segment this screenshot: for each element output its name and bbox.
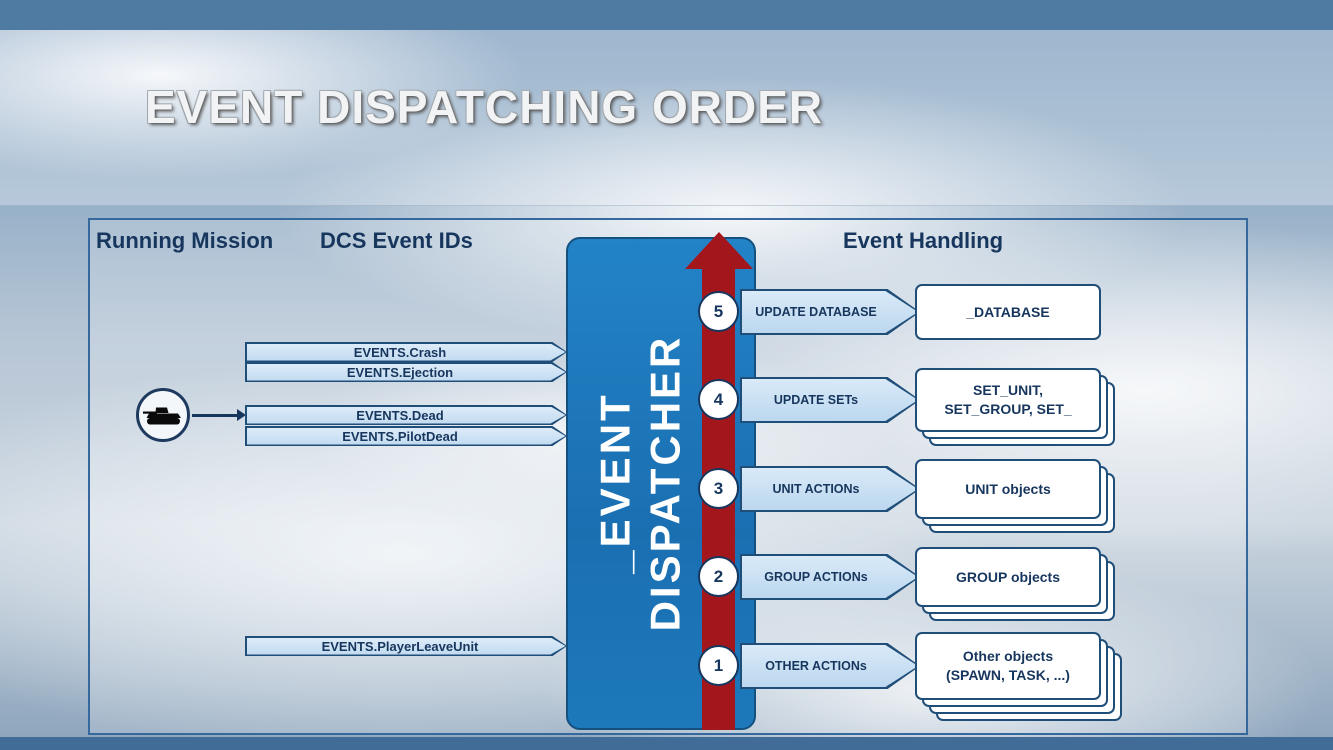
- step-number: 3: [713, 478, 724, 498]
- header-dcs-event-ids: DCS Event IDs: [320, 228, 473, 253]
- action-arrow-fill: [742, 556, 918, 598]
- step-circle-2: 2: [698, 556, 739, 597]
- target-box-label: SET_UNIT, SET_GROUP, SET_: [915, 368, 1101, 432]
- event-label: EVENTS.Dead: [356, 407, 444, 423]
- target-box-database: _DATABASE: [915, 284, 1101, 340]
- event-label: EVENTS.Ejection: [346, 364, 454, 380]
- action-label: GROUP ACTIONs: [764, 570, 868, 584]
- action-label: OTHER ACTIONs: [765, 659, 867, 673]
- action-arrow-other-actions: OTHER ACTIONs: [740, 643, 920, 689]
- event-arrow-pilotdead: EVENTS.PilotDead: [245, 426, 567, 446]
- step-circle-3: 3: [698, 468, 739, 509]
- action-arrow-update-sets: UPDATE SETs: [740, 377, 920, 423]
- vehicle-icon: [136, 388, 190, 442]
- event-arrow-crash: EVENTS.Crash: [245, 342, 567, 362]
- target-box-group-objects: GROUP objects: [915, 547, 1115, 621]
- action-arrow-fill: [742, 645, 918, 687]
- step-number: 5: [713, 301, 724, 321]
- event-label: EVENTS.PilotDead: [342, 428, 458, 444]
- action-arrow-fill: [742, 468, 918, 510]
- action-arrow-update-database: UPDATE DATABASE: [740, 289, 920, 335]
- action-arrow-group-actions: GROUP ACTIONs: [740, 554, 920, 600]
- target-box-label: _DATABASE: [915, 284, 1101, 340]
- action-label: UPDATE SETs: [773, 393, 859, 407]
- event-arrow-fill: [246, 427, 566, 445]
- action-label: UNIT ACTIONs: [772, 482, 860, 496]
- step-number: 1: [713, 655, 724, 675]
- bottom-bar: [0, 737, 1333, 750]
- vehicle-connector-line: [192, 414, 238, 417]
- step-number: 4: [713, 389, 724, 409]
- step-circle-4: 4: [698, 379, 739, 420]
- step-number: 2: [713, 566, 724, 586]
- priority-arrow-head: [685, 232, 753, 269]
- event-arrow-dead: EVENTS.Dead: [245, 405, 567, 425]
- header-event-handling: Event Handling: [843, 228, 1004, 253]
- action-label: UPDATE DATABASE: [755, 305, 877, 319]
- vehicle-connector-arrowhead: [237, 409, 246, 421]
- event-dispatcher-label: _EVENT DISPATCHER: [591, 334, 689, 632]
- target-box-label: GROUP objects: [915, 547, 1101, 607]
- event-arrow-fill: [246, 406, 566, 424]
- event-arrow-fill: [246, 637, 566, 655]
- tank-icon: [143, 407, 181, 425]
- title-band: [0, 30, 1333, 206]
- step-circle-5: 5: [698, 291, 739, 332]
- action-arrow-fill: [742, 291, 918, 333]
- target-box-label: Other objects (SPAWN, TASK, ...): [915, 632, 1101, 700]
- event-arrow-ejection: EVENTS.Ejection: [245, 362, 567, 382]
- event-arrow-fill: [246, 363, 566, 381]
- page-title: EVENT DISPATCHING ORDER: [145, 81, 824, 133]
- action-arrow-fill: [742, 379, 918, 421]
- step-circle-1: 1: [698, 645, 739, 686]
- target-box-other-objects: Other objects (SPAWN, TASK, ...): [915, 632, 1122, 721]
- target-box-sets: SET_UNIT, SET_GROUP, SET_: [915, 368, 1115, 446]
- event-arrow-fill: [246, 343, 566, 361]
- action-arrow-unit-actions: UNIT ACTIONs: [740, 466, 920, 512]
- target-box-unit-objects: UNIT objects: [915, 459, 1115, 533]
- top-bar: [0, 0, 1333, 30]
- event-label: EVENTS.Crash: [353, 344, 447, 360]
- target-box-label: UNIT objects: [915, 459, 1101, 519]
- event-label: EVENTS.PlayerLeaveUnit: [321, 638, 479, 654]
- header-running-mission: Running Mission: [96, 228, 274, 253]
- event-arrow-playerleaveunit: EVENTS.PlayerLeaveUnit: [245, 636, 567, 656]
